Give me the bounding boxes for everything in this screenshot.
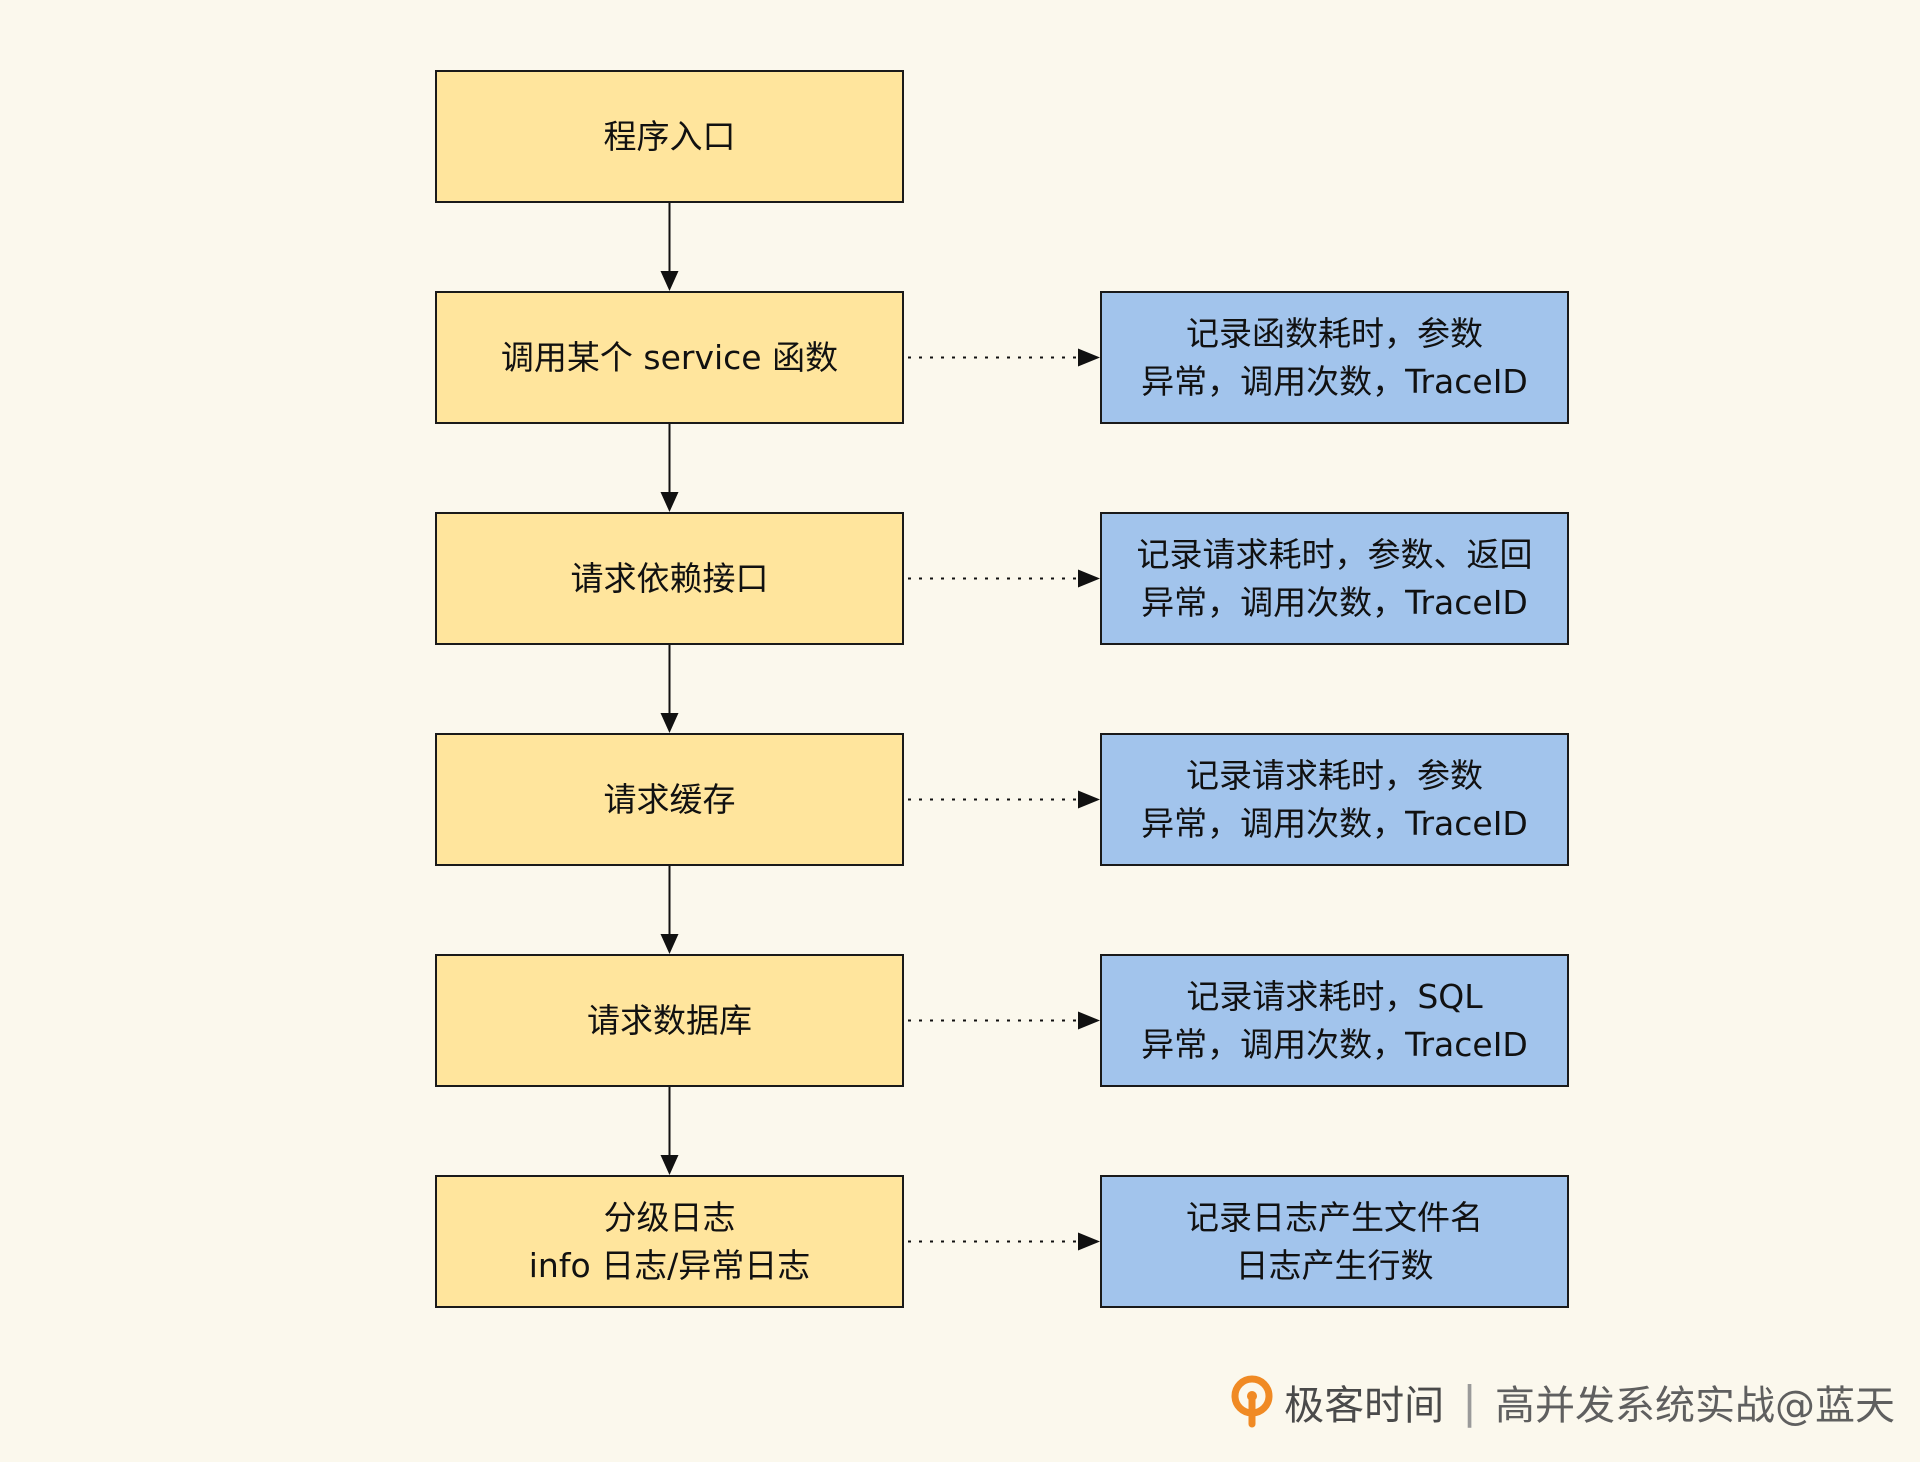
note-line-2: 异常，调用次数，TraceID bbox=[1141, 803, 1528, 843]
step-box-request-dependency: 请求依赖接口 bbox=[435, 512, 904, 645]
step-label: 程序入口 bbox=[603, 116, 736, 156]
dotted-arrow-head bbox=[1078, 1232, 1100, 1251]
note-line-1: 记录日志产生文件名 bbox=[1186, 1197, 1483, 1237]
dotted-arrow-head bbox=[1078, 790, 1100, 809]
note-box-cache-metrics: 记录请求耗时，参数 异常，调用次数，TraceID bbox=[1100, 733, 1569, 866]
footer-separator: | bbox=[1462, 1376, 1477, 1428]
note-line-2: 异常，调用次数，TraceID bbox=[1141, 582, 1528, 622]
note-box-service-metrics: 记录函数耗时，参数 异常，调用次数，TraceID bbox=[1100, 291, 1569, 424]
step-label: 请求缓存 bbox=[603, 779, 736, 819]
step-label: 请求数据库 bbox=[587, 1000, 752, 1040]
flow-arrow-head bbox=[660, 271, 679, 291]
dotted-arrow-head bbox=[1078, 1011, 1100, 1030]
step-label-line-2: info 日志/异常日志 bbox=[528, 1245, 811, 1285]
note-line-2: 异常，调用次数，TraceID bbox=[1141, 361, 1528, 401]
step-box-call-service: 调用某个 service 函数 bbox=[435, 291, 904, 424]
note-line-2: 异常，调用次数，TraceID bbox=[1141, 1024, 1528, 1064]
note-box-dependency-metrics: 记录请求耗时，参数、返回 异常，调用次数，TraceID bbox=[1100, 512, 1569, 645]
geektime-logo-icon bbox=[1231, 1375, 1273, 1428]
note-line-1: 记录请求耗时，参数 bbox=[1186, 755, 1483, 795]
dotted-arrow-head bbox=[1078, 569, 1100, 588]
flow-arrow-head bbox=[660, 934, 679, 954]
flow-arrow-head bbox=[660, 713, 679, 733]
step-box-level-logs: 分级日志 info 日志/异常日志 bbox=[435, 1175, 904, 1308]
step-label: 请求依赖接口 bbox=[570, 558, 769, 598]
note-line-1: 记录请求耗时，参数、返回 bbox=[1136, 534, 1533, 574]
note-box-database-metrics: 记录请求耗时，SQL 异常，调用次数，TraceID bbox=[1100, 954, 1569, 1087]
dotted-arrow-head bbox=[1078, 348, 1100, 367]
note-box-log-metrics: 记录日志产生文件名 日志产生行数 bbox=[1100, 1175, 1569, 1308]
flow-arrow-head bbox=[660, 1155, 679, 1175]
step-box-request-cache: 请求缓存 bbox=[435, 733, 904, 866]
step-box-request-database: 请求数据库 bbox=[435, 954, 904, 1087]
note-line-2: 日志产生行数 bbox=[1235, 1245, 1434, 1285]
flow-arrow-head bbox=[660, 492, 679, 512]
footer-brand: 极客时间 bbox=[1284, 1383, 1445, 1429]
note-line-1: 记录函数耗时，参数 bbox=[1186, 313, 1483, 353]
step-label: 调用某个 service 函数 bbox=[500, 337, 839, 377]
footer-caption: 高并发系统实战@蓝天 bbox=[1495, 1383, 1895, 1429]
step-box-program-entry: 程序入口 bbox=[435, 70, 904, 203]
footer-watermark: 极客时间 | 高并发系统实战@蓝天 bbox=[1228, 1372, 1895, 1432]
step-label-line-1: 分级日志 bbox=[603, 1197, 736, 1237]
note-line-1: 记录请求耗时，SQL bbox=[1186, 976, 1483, 1016]
